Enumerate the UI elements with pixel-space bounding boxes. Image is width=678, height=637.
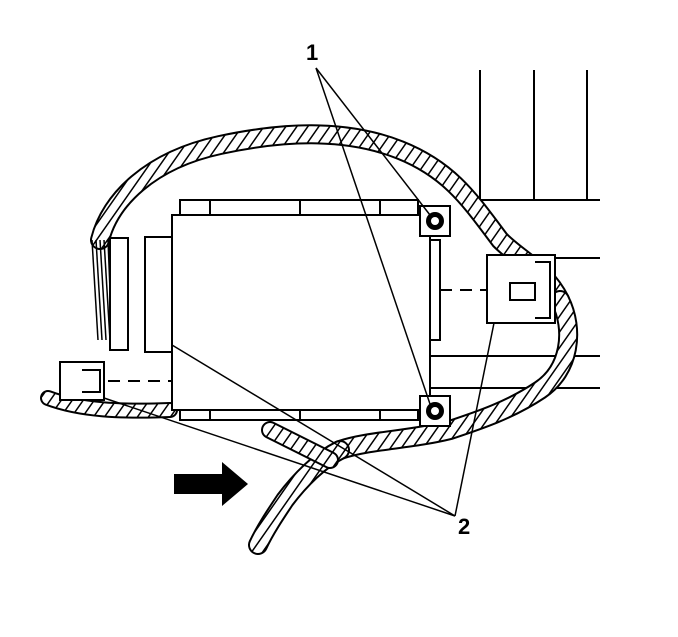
wiring-harness-left-pigtail: [40, 390, 178, 419]
vehicle-structure: [180, 70, 600, 421]
callout-label-1: 1: [306, 40, 318, 65]
callout-label-2: 2: [458, 514, 470, 539]
wiring-harness-lower: [248, 421, 350, 555]
mounting-bolt-lower-icon: [419, 395, 451, 427]
left-wire-bundle: [91, 237, 129, 351]
direction-arrow-icon: [174, 462, 248, 506]
callout-2-leaders: [103, 322, 495, 517]
wiring-harness-upper: [90, 124, 570, 310]
mounting-bolt-upper-icon: [419, 205, 451, 237]
electrical-connector-right-icon: [486, 254, 556, 324]
wiring-harness-right: [330, 290, 579, 460]
electronic-module: [144, 199, 441, 421]
callout-1-leaders: [315, 67, 431, 405]
electrical-connector-left-icon: [59, 361, 105, 401]
